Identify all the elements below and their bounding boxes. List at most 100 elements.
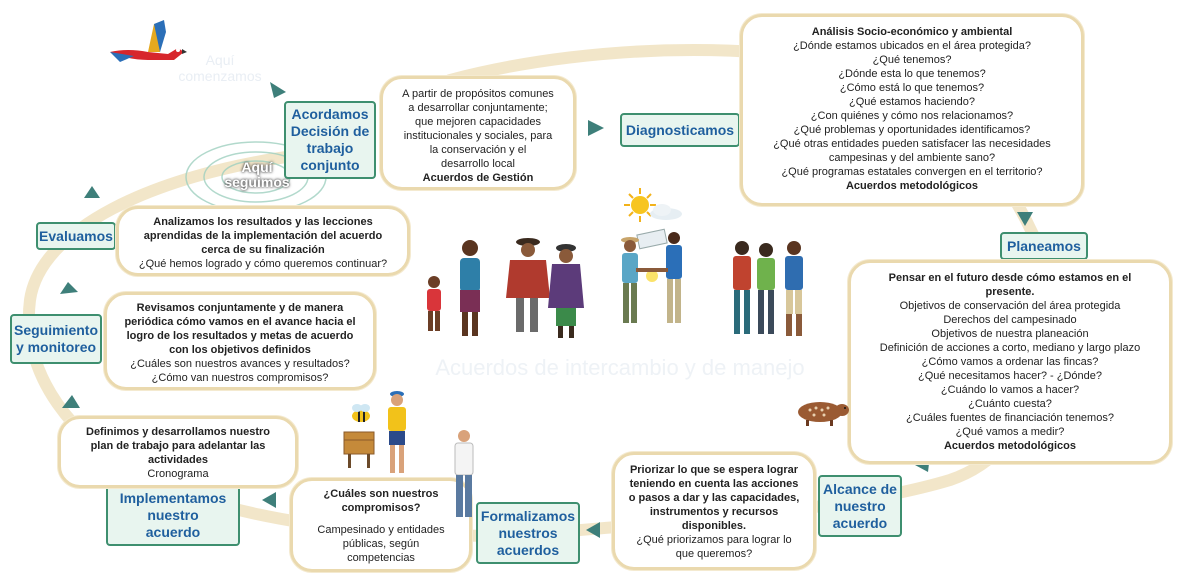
box-planeamos-title: presente. [985, 286, 1035, 298]
box-diagnostico-line: ¿Qué otras entidades pueden satisfacer l… [773, 138, 1051, 150]
box-alcance-title: instrumentos y recursos [649, 506, 779, 518]
woman-figure [460, 240, 480, 336]
box-diagnostico-line: ¿Qué programas estatales convergen en el… [781, 166, 1043, 178]
box-alcance-title: disponibles. [681, 520, 747, 532]
handshake-icon [621, 228, 682, 323]
box-planeamos-line: ¿Cuánto cuesta? [968, 398, 1052, 410]
box-acordamos-line: A partir de propósitos comunes [402, 88, 554, 100]
farmer-figure [388, 391, 406, 473]
box-diagnostico-line: ¿Dónde esta lo que tenemos? [838, 68, 986, 80]
stage-implementamos-line-3: acuerdo [145, 523, 201, 540]
box-formalizamos-title: ¿Cuáles son nuestros [323, 488, 439, 500]
box-implementamos: Definimos y desarrollamos nuestro plan d… [58, 416, 298, 488]
box-planeamos-line: ¿Qué vamos a medir? [955, 426, 1065, 438]
stage-implementamos-line-2: nuestro [147, 506, 199, 523]
box-seguimiento-line: ¿Cuáles son nuestros avances y resultado… [130, 358, 350, 370]
box-seguimiento: Revisamos conjuntamente y de manera peri… [104, 292, 376, 390]
box-diagnostico-line: ¿Qué estamos haciendo? [849, 96, 975, 108]
box-implementamos-title: Definimos y desarrollamos nuestro [86, 426, 270, 438]
box-diagnostico-title: Análisis Socio-económico y ambiental [811, 26, 1013, 38]
box-diagnostico-line: campesinas y del ambiente sano? [828, 152, 996, 164]
stage-alcance-line-1: Alcance de [823, 480, 897, 497]
box-formalizamos-line: competencias [347, 552, 415, 564]
stage-acordamos-line-4: conjunto [300, 157, 360, 173]
box-planeamos-line: ¿Cómo vamos a ordenar las fincas? [921, 356, 1099, 368]
stage-seguimiento-line-1: Seguimiento [13, 322, 98, 338]
box-acordamos: A partir de propósitos comunes a desarro… [380, 76, 576, 190]
box-diagnostico-bold: Acuerdos metodológicos [845, 180, 979, 192]
box-acordamos-line: a desarrollar conjuntamente; [408, 102, 548, 114]
stage-formalizamos-line-3: acuerdos [496, 541, 560, 558]
box-evaluamos-title: cerca de su finalización [201, 244, 325, 256]
box-diagnostico-line: ¿Qué tenemos? [872, 54, 952, 66]
box-acordamos-line: desarrollo local [441, 158, 515, 170]
box-acordamos-line: que mejoren capacidades [415, 116, 541, 128]
box-formalizamos: ¿Cuáles son nuestros compromisos? Campes… [290, 478, 472, 572]
box-planeamos-line: Objetivos de nuestra planeación [931, 328, 1089, 340]
stage-diagnosticamos[interactable]: Diagnosticamos [620, 113, 740, 147]
box-seguimiento-title: periódica cómo vamos en el avance hacia … [124, 316, 356, 328]
spacer [301, 515, 461, 523]
box-planeamos-line: Definición de acciones a corto, mediano … [879, 342, 1141, 354]
box-alcance-title: teniendo en cuenta las acciones [629, 478, 799, 490]
paca-icon [798, 402, 849, 426]
man-poncho-figure [506, 238, 550, 332]
box-acordamos-bold: Acuerdos de Gestión [422, 172, 534, 184]
box-planeamos: Pensar en el futuro desde cómo estamos e… [848, 260, 1172, 464]
official-figure [454, 430, 474, 517]
box-implementamos-line: Cronograma [147, 468, 209, 480]
box-planeamos-line: ¿Qué necesitamos hacer? - ¿Dónde? [917, 370, 1103, 382]
box-diagnostico-line: ¿Con quiénes y cómo nos relacionamos? [810, 110, 1014, 122]
box-acordamos-line: institucionales y sociales, para [403, 130, 553, 142]
box-evaluamos-title: aprendidas de la implementación del acue… [143, 230, 383, 242]
child-figure [427, 276, 441, 331]
stage-implementamos-line-1: Implementamos [119, 489, 227, 506]
stage-formalizamos-line-2: nuestros [498, 524, 558, 541]
people-icon [427, 238, 584, 338]
watermark-start: Aquí comenzamos [178, 52, 262, 84]
box-implementamos-title: actividades [148, 454, 208, 466]
woman-shawl-figure [548, 244, 584, 338]
stage-acordamos[interactable]: Acordamos Decisión de trabajo conjunto [284, 101, 376, 179]
stage-formalizamos-line-1: Formalizamos [480, 507, 576, 524]
stage-seguimiento[interactable]: Seguimiento y monitoreo [10, 314, 102, 364]
stage-acordamos-line-3: trabajo [306, 140, 354, 156]
box-evaluamos-line: ¿Qué hemos logrado y cómo queremos conti… [138, 258, 388, 270]
macaw-icon [110, 20, 187, 62]
stage-formalizamos[interactable]: Formalizamos nuestros acuerdos [476, 502, 580, 564]
box-diagnostico-line: ¿Qué problemas y oportunidades identific… [793, 124, 1031, 136]
box-seguimiento-title: Revisamos conjuntamente y de manera [136, 302, 344, 314]
sun-cloud-icon [624, 188, 682, 222]
aqui-seguimos-label: Aquí seguimos [224, 159, 290, 190]
box-formalizamos-line: públicas, según [342, 538, 420, 550]
box-formalizamos-title: compromisos? [341, 502, 421, 514]
box-alcance: Priorizar lo que se espera lograr tenien… [612, 452, 816, 570]
box-alcance-title: o pasos a dar y las capacidades, [628, 492, 800, 504]
box-planeamos-line: ¿Cuándo lo vamos a hacer? [940, 384, 1080, 396]
box-diagnostico-line: ¿Cómo está lo que tenemos? [839, 82, 985, 94]
box-alcance-line: ¿Qué priorizamos para lograr lo [636, 534, 792, 546]
box-alcance-title: Priorizar lo que se espera lograr [629, 464, 799, 476]
stage-seguimiento-line-2: y monitoreo [15, 339, 97, 355]
box-seguimiento-line: ¿Cómo van nuestros compromisos? [151, 372, 329, 384]
box-planeamos-line: Objetivos de conservación del área prote… [899, 300, 1121, 312]
box-evaluamos-title: Analizamos los resultados y las leccione… [153, 216, 373, 228]
stage-planeamos[interactable]: Planeamos [1000, 232, 1088, 260]
beehive-icon [343, 431, 375, 468]
box-planeamos-line: Derechos del campesinado [943, 314, 1077, 326]
box-diagnostico-line: ¿Dónde estamos ubicados en el área prote… [793, 40, 1031, 52]
box-diagnostico: Análisis Socio-económico y ambiental ¿Dó… [740, 14, 1084, 206]
stage-acordamos-line-1: Acordamos [291, 106, 369, 122]
box-seguimiento-title: con los objetivos definidos [169, 344, 311, 356]
bee-icon [352, 404, 370, 422]
box-implementamos-title: plan de trabajo para adelantar las [90, 440, 266, 452]
stage-implementamos[interactable]: Implementamos nuestro acuerdo [106, 484, 240, 546]
box-formalizamos-line: Campesinado y entidades [317, 524, 445, 536]
youth-group-icon [733, 241, 803, 336]
box-acordamos-line: la conservación y el [429, 144, 527, 156]
stage-acordamos-line-2: Decisión de [290, 123, 370, 139]
stage-alcance[interactable]: Alcance de nuestro acuerdo [818, 475, 902, 537]
stage-alcance-line-3: acuerdo [832, 514, 888, 531]
box-evaluamos: Analizamos los resultados y las leccione… [116, 206, 410, 276]
stage-evaluamos[interactable]: Evaluamos [36, 222, 116, 250]
